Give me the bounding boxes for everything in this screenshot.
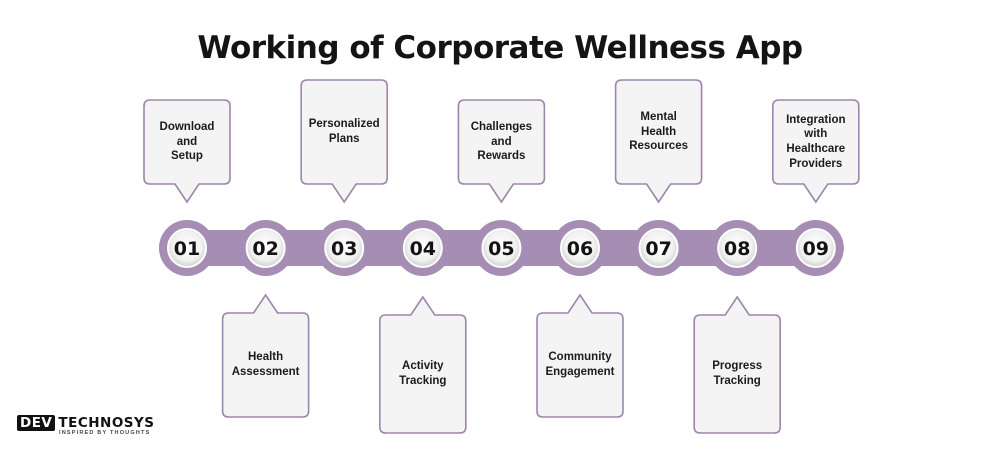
callout-box-07 xyxy=(614,79,703,204)
step-number-03: 03 xyxy=(331,238,357,260)
step-label-06: Community Engagement xyxy=(537,313,623,417)
step-label-text: Download and Setup xyxy=(159,120,215,163)
step-label-text: Personalized Plans xyxy=(308,118,380,145)
node-knob-09 xyxy=(795,228,836,268)
logo-brand-b: TECHNOSYS xyxy=(58,415,155,431)
callout-box-06 xyxy=(536,293,624,418)
step-label-08: Progress Tracking xyxy=(694,315,780,433)
timeline-nodes: 01 02 03 04 05 06 07 08 09 xyxy=(159,220,844,276)
callout-box-09 xyxy=(772,99,860,204)
callout-box-04 xyxy=(379,295,467,434)
node-knob-02 xyxy=(245,228,286,268)
callout-box-03 xyxy=(300,79,388,204)
step-label-text: Community Engagement xyxy=(545,351,615,378)
step-number-02: 02 xyxy=(252,238,278,260)
step-label-text: Mental Health Resources xyxy=(629,110,688,153)
node-knob-01 xyxy=(167,228,207,268)
step-label-text: Challenges and Rewards xyxy=(470,120,533,163)
step-number-06: 06 xyxy=(567,238,593,260)
step-number-08: 08 xyxy=(724,238,750,260)
step-number-01: 01 xyxy=(174,238,200,260)
step-label-text: Integration with Healthcare Providers xyxy=(786,113,846,170)
step-number-05: 05 xyxy=(488,238,514,260)
step-label-text: Health Assessment xyxy=(231,351,300,378)
step-label-text: Progress Tracking xyxy=(712,360,763,387)
callout-box-05 xyxy=(457,99,546,204)
step-number-09: 09 xyxy=(803,238,829,260)
step-label-05: Challenges and Rewards xyxy=(458,100,544,184)
callout-box-01 xyxy=(143,99,231,204)
node-knob-06 xyxy=(560,228,600,268)
node-knob-03 xyxy=(324,228,365,268)
logo-brand-a: DEV xyxy=(17,415,56,431)
step-label-01: Download and Setup xyxy=(144,100,230,184)
step-label-09: Integration with Healthcare Providers xyxy=(773,100,859,184)
step-label-07: Mental Health Resources xyxy=(616,80,702,184)
callout-box-02 xyxy=(221,293,310,418)
node-knob-07 xyxy=(638,228,679,268)
step-label-03: Personalized Plans xyxy=(301,80,387,184)
node-knob-05 xyxy=(481,228,522,268)
step-number-04: 04 xyxy=(410,238,436,260)
step-label-02: Health Assessment xyxy=(223,313,309,417)
node-knob-04 xyxy=(402,228,443,268)
node-knob-08 xyxy=(717,228,758,268)
step-label-04: Activity Tracking xyxy=(380,315,466,433)
step-number-07: 07 xyxy=(645,238,671,260)
callout-box-08 xyxy=(693,295,781,434)
callout-shapes xyxy=(143,79,860,434)
page-title: Working of Corporate Wellness App xyxy=(197,30,803,66)
logo-tagline: INSPIRED BY THOUGHTS xyxy=(59,430,151,436)
step-label-text: Activity Tracking xyxy=(399,360,447,387)
